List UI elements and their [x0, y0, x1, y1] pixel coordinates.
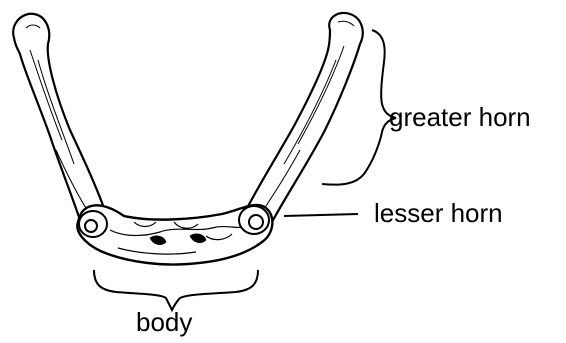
- lesser-horn-leader-line: [284, 214, 358, 216]
- body-label: body: [136, 309, 192, 335]
- lesser-horn-label: lesser horn: [374, 200, 503, 226]
- right-greater-horn: [244, 13, 363, 227]
- body-brace: [94, 270, 258, 310]
- left-greater-horn: [13, 14, 106, 227]
- greater-horn-label: greater horn: [389, 104, 531, 130]
- left-lesser-horn: [79, 211, 107, 237]
- right-lesser-horn: [239, 206, 269, 234]
